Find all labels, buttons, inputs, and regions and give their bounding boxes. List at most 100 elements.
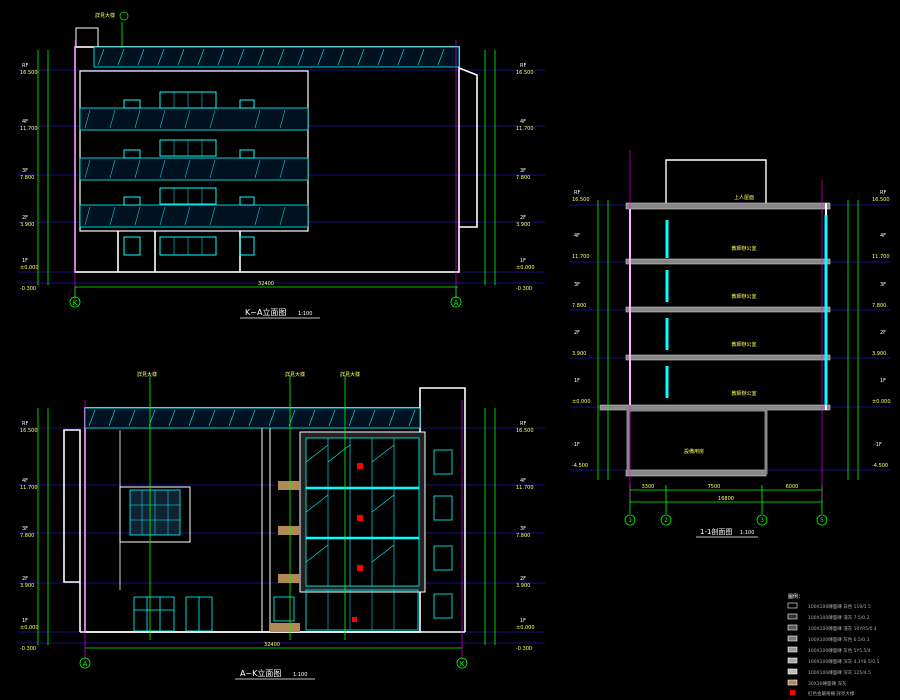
level-labels-left: RF 16.500 4F 11.700 3F 7.800 2F 3.900 1F… bbox=[20, 63, 39, 292]
svg-text:11.700: 11.700 bbox=[572, 254, 590, 260]
svg-text:1F: 1F bbox=[520, 618, 526, 624]
drawing-title: A~K立面图 bbox=[240, 668, 281, 678]
svg-text:RF: RF bbox=[520, 63, 526, 69]
svg-text:4F: 4F bbox=[880, 233, 886, 239]
svg-text:4F: 4F bbox=[22, 119, 28, 125]
svg-text:16800: 16800 bbox=[718, 496, 734, 502]
svg-text:3F: 3F bbox=[22, 168, 28, 174]
level-labels-right: RF 16.500 4F 11.700 3F 7.800 2F 3.900 1F… bbox=[516, 63, 535, 292]
svg-text:7.800: 7.800 bbox=[572, 303, 586, 309]
svg-text:3.900: 3.900 bbox=[20, 222, 34, 228]
axis-label-right: K bbox=[460, 660, 465, 668]
svg-text:100X100磚面磚 淺灰 10YR5/0.4: 100X100磚面磚 淺灰 10YR5/0.4 bbox=[808, 625, 877, 632]
svg-text:100X100磚面磚 深灰 125/4.5: 100X100磚面磚 深灰 125/4.5 bbox=[808, 669, 871, 676]
svg-text:7.800: 7.800 bbox=[20, 175, 34, 181]
elevation-k-a: K A 32400 詳見大樣 RF 16.500 4F 11.700 3F 7.… bbox=[18, 11, 545, 319]
callouts: 詳見大樣 詳見大樣 詳見大樣 bbox=[137, 371, 360, 378]
svg-text:1F: 1F bbox=[880, 378, 886, 384]
svg-text:詳見大樣: 詳見大樣 bbox=[285, 371, 305, 378]
svg-text:-0.300: -0.300 bbox=[20, 646, 36, 652]
svg-text:16.500: 16.500 bbox=[872, 197, 890, 203]
svg-text:2F: 2F bbox=[22, 215, 28, 221]
svg-text:±0.000: ±0.000 bbox=[20, 625, 39, 631]
elevation-a-k: A K 32400 詳見大樣 詳見大樣 詳見大樣 RF 16.500 4F 11… bbox=[18, 371, 545, 680]
drawing-scale: 1:100 bbox=[740, 530, 754, 536]
svg-text:4F: 4F bbox=[520, 119, 526, 125]
svg-text:RF: RF bbox=[22, 63, 28, 69]
svg-text:2F: 2F bbox=[22, 576, 28, 582]
svg-text:11.700: 11.700 bbox=[872, 254, 890, 260]
svg-text:3F: 3F bbox=[880, 282, 886, 288]
svg-text:±0.000: ±0.000 bbox=[20, 265, 39, 271]
svg-text:2: 2 bbox=[664, 517, 668, 524]
svg-text:11.700: 11.700 bbox=[20, 485, 38, 491]
svg-text:3.900: 3.900 bbox=[20, 583, 34, 589]
svg-text:11.700: 11.700 bbox=[20, 126, 38, 132]
span-dimensions: 3300 7500 6000 16800 bbox=[642, 484, 799, 502]
svg-text:30X30磚面磚 深灰: 30X30磚面磚 深灰 bbox=[808, 680, 847, 687]
svg-text:4F: 4F bbox=[520, 478, 526, 484]
svg-text:±0.000: ±0.000 bbox=[572, 399, 591, 405]
svg-text:4F: 4F bbox=[22, 478, 28, 484]
svg-text:教師辦公室: 教師辦公室 bbox=[731, 390, 756, 397]
svg-text:-0.300: -0.300 bbox=[516, 646, 532, 652]
axis-label-left: K bbox=[73, 299, 78, 307]
svg-text:RF: RF bbox=[880, 190, 886, 196]
svg-text:教師辦公室: 教師辦公室 bbox=[731, 293, 756, 300]
svg-text:11.700: 11.700 bbox=[516, 126, 534, 132]
legend-title: 圖例： bbox=[788, 593, 803, 600]
svg-text:16.500: 16.500 bbox=[20, 70, 38, 76]
callout-text: 詳見大樣 bbox=[95, 12, 115, 19]
svg-text:100X100磚面磚 深灰 4.1Y8.5/0.5: 100X100磚面磚 深灰 4.1Y8.5/0.5 bbox=[808, 658, 879, 665]
svg-text:2F: 2F bbox=[520, 215, 526, 221]
svg-text:RF: RF bbox=[520, 421, 526, 427]
svg-text:16.500: 16.500 bbox=[572, 197, 590, 203]
svg-text:100X100磚面磚 淺灰 7.5/0.2: 100X100磚面磚 淺灰 7.5/0.2 bbox=[808, 614, 870, 621]
svg-text:RF: RF bbox=[22, 421, 28, 427]
svg-text:1F: 1F bbox=[520, 258, 526, 264]
svg-text:2F: 2F bbox=[574, 330, 580, 336]
svg-text:-1F: -1F bbox=[572, 442, 580, 448]
svg-text:7.800: 7.800 bbox=[516, 175, 530, 181]
svg-text:16.500: 16.500 bbox=[20, 428, 38, 434]
svg-text:7.800: 7.800 bbox=[872, 303, 886, 309]
svg-text:6000: 6000 bbox=[786, 484, 799, 490]
svg-text:3.900: 3.900 bbox=[516, 222, 530, 228]
level-labels-left: RF 16.500 4F 11.700 3F 7.800 2F 3.900 1F… bbox=[572, 190, 591, 469]
svg-text:-1F: -1F bbox=[874, 442, 882, 448]
drawing-title: 1-1剖面图 bbox=[700, 527, 732, 536]
svg-text:7.800: 7.800 bbox=[20, 533, 34, 539]
svg-text:3.900: 3.900 bbox=[572, 351, 586, 357]
svg-text:3F: 3F bbox=[520, 526, 526, 532]
svg-text:-4.500: -4.500 bbox=[572, 463, 588, 469]
svg-text:-4.500: -4.500 bbox=[872, 463, 888, 469]
svg-text:3F: 3F bbox=[22, 526, 28, 532]
svg-text:4F: 4F bbox=[574, 233, 580, 239]
svg-text:3: 3 bbox=[760, 517, 764, 524]
svg-text:1F: 1F bbox=[22, 618, 28, 624]
drawing-scale: 1:100 bbox=[293, 672, 307, 678]
axis-label-left: A bbox=[83, 660, 88, 668]
svg-text:5: 5 bbox=[820, 517, 824, 524]
svg-text:2F: 2F bbox=[520, 576, 526, 582]
axis-label-right: A bbox=[454, 299, 459, 307]
overall-dimension: 32400 bbox=[258, 281, 274, 287]
grid-axis-labels: 1 2 3 5 bbox=[628, 517, 824, 524]
level-labels-left: RF 16.500 4F 11.700 3F 7.800 2F 3.900 1F… bbox=[20, 421, 39, 652]
svg-text:紅色金屬格柵 詳見大樣: 紅色金屬格柵 詳見大樣 bbox=[808, 690, 855, 697]
svg-text:100X100磚面磚 灰色 6.5/0.3: 100X100磚面磚 灰色 6.5/0.3 bbox=[808, 636, 870, 643]
svg-text:±0.000: ±0.000 bbox=[516, 265, 535, 271]
drawing-title: K~A立面图 bbox=[245, 307, 286, 317]
svg-text:16.500: 16.500 bbox=[516, 428, 534, 434]
svg-text:±0.000: ±0.000 bbox=[872, 399, 891, 405]
legend-swatches bbox=[787, 602, 798, 695]
svg-text:1F: 1F bbox=[574, 378, 580, 384]
svg-text:RF: RF bbox=[574, 190, 580, 196]
overall-dimension: 32400 bbox=[264, 642, 280, 648]
svg-text:1F: 1F bbox=[22, 258, 28, 264]
svg-text:-0.300: -0.300 bbox=[516, 286, 532, 292]
svg-text:詳見大樣: 詳見大樣 bbox=[137, 371, 157, 378]
svg-text:100X100磚面磚 白色 119/1.5: 100X100磚面磚 白色 119/1.5 bbox=[808, 603, 871, 610]
svg-text:2F: 2F bbox=[880, 330, 886, 336]
legend-labels: 100X100磚面磚 白色 119/1.5 100X100磚面磚 淺灰 7.5/… bbox=[808, 603, 879, 697]
